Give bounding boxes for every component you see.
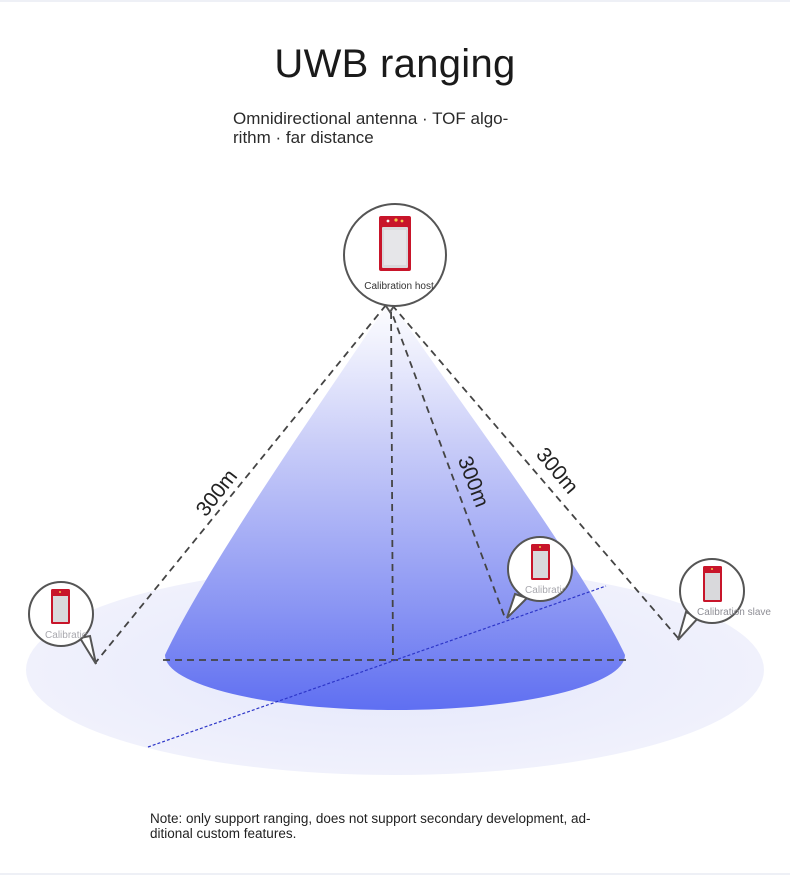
- distance-label-right: 300m: [531, 443, 582, 498]
- calibration-slave-label-right: Calibration slave: [697, 607, 771, 618]
- footnote: Note: only support ranging, does not sup…: [150, 811, 591, 841]
- calibration-slave-node-left: Calibration slave: [28, 581, 119, 665]
- uwb-module-icon: [703, 566, 722, 602]
- top-divider: [0, 0, 790, 2]
- calibration-slave-node-right: Calibration slave: [677, 558, 771, 641]
- uwb-module-icon: [379, 216, 411, 271]
- range-line-right: [391, 304, 679, 639]
- center-vertical-line: [390, 299, 394, 661]
- bottom-divider: [0, 873, 790, 875]
- depth-axis-line: [147, 585, 607, 748]
- page-subtitle: Omnidirectional antenna · TOF algo-rithm…: [233, 109, 509, 147]
- uwb-module-icon: [531, 544, 550, 580]
- calibration-slave-label-left: Calibration slave: [45, 630, 119, 641]
- page-title: UWB ranging: [274, 42, 516, 86]
- range-line-left: [95, 304, 387, 663]
- calibration-slave-node-middle: Calibration slave: [506, 536, 599, 619]
- calibration-slave-label-middle: Calibration slave: [525, 585, 599, 596]
- signal-cone: [165, 300, 625, 710]
- range-line-middle: [388, 304, 506, 619]
- calibration-host-label: Calibration host: [364, 281, 434, 292]
- uwb-module-icon: [51, 589, 70, 624]
- calibration-host-node: Calibration host: [343, 203, 447, 314]
